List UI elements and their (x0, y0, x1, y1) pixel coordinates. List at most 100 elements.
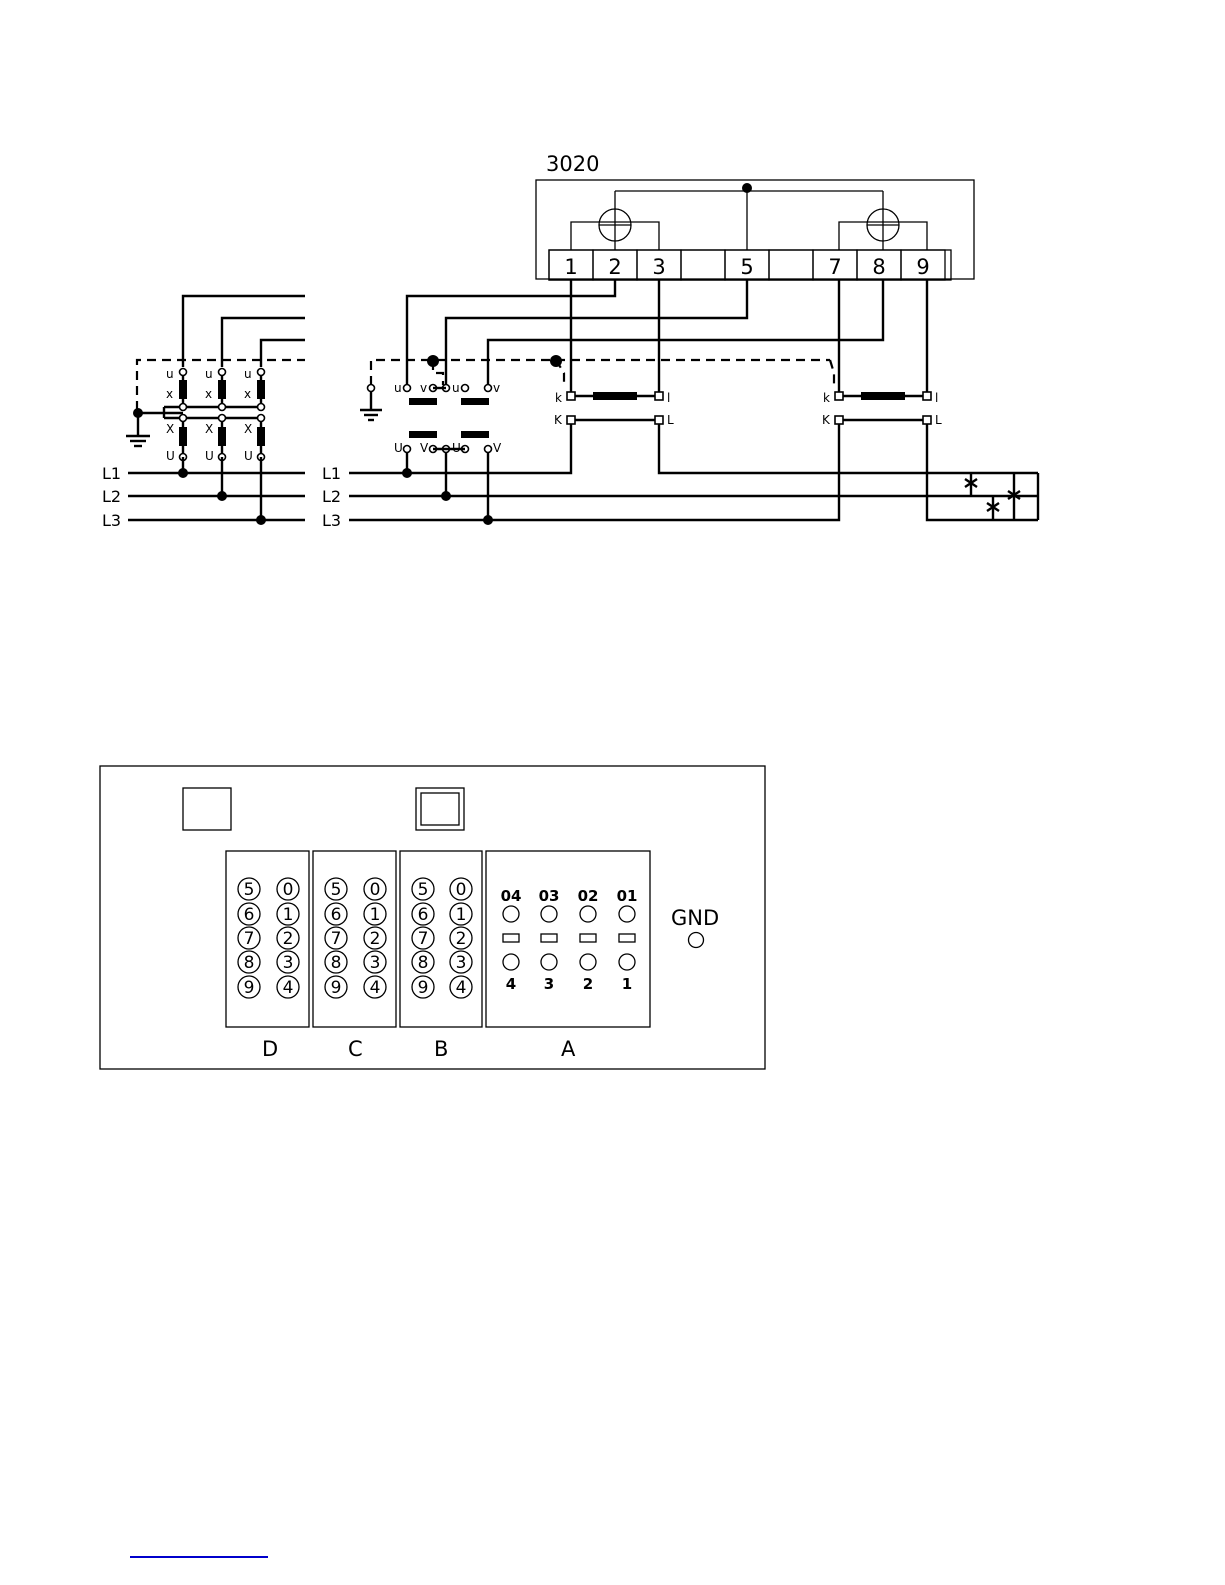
gnd-label: GND (671, 906, 719, 930)
meter-terminal-3: 3 (652, 255, 665, 279)
meter-3020: 3020 1 2 3 5 7 8 9 (536, 152, 974, 280)
switch-d-left-label-2: 7 (244, 929, 255, 949)
switch-b-right-label-2: 2 (456, 929, 467, 949)
switch-c-left-label-2: 7 (331, 929, 342, 949)
section-label-d: D (262, 1037, 278, 1061)
switch-c-left-label-4: 9 (331, 978, 342, 998)
star-x-label-1: x (205, 387, 212, 401)
a-led-top-2 (580, 906, 596, 922)
a-top-label-3: 01 (617, 887, 638, 905)
a-slot-3 (619, 934, 635, 942)
ct-left-k: k (555, 391, 562, 405)
section-label-c: C (348, 1037, 363, 1061)
switch-c-right-label-3: 3 (370, 953, 381, 973)
line-label-l3-mid: L3 (322, 511, 341, 530)
switch-c-right-label-2: 2 (370, 929, 381, 949)
star-top-label-2: u (244, 367, 252, 381)
star-X-label-1: X (205, 422, 213, 436)
a-slot-2 (580, 934, 596, 942)
vt-sec-u2: u (452, 381, 460, 395)
meter-terminal-2: 2 (608, 255, 621, 279)
switch-c-right-label-1: 1 (370, 905, 381, 925)
star-bottom-label-2: U (244, 449, 253, 463)
switch-c-right-label-0: 0 (370, 880, 381, 900)
ct-right-l: l (935, 391, 938, 405)
switch-b-left-label-0: 5 (418, 880, 429, 900)
star-top-label-0: u (166, 367, 174, 381)
switch-b-right-label-4: 4 (456, 978, 467, 998)
ct-left-K: K (554, 413, 563, 427)
a-led-bottom-2 (580, 954, 596, 970)
ct-left-L: L (667, 413, 674, 427)
switch-d-left-label-0: 5 (244, 880, 255, 900)
a-led-bottom-1 (541, 954, 557, 970)
star-X-label-0: X (166, 422, 174, 436)
line-label-l3-left: L3 (102, 511, 121, 530)
switch-b-left-label-1: 6 (418, 905, 429, 925)
switch-b-right-label-3: 3 (456, 953, 467, 973)
front-panel: 506172839450617283945061728394 044033022… (100, 766, 765, 1069)
star-x-label-2: x (244, 387, 251, 401)
star-bottom-label-1: U (205, 449, 214, 463)
vt-sec-v1: v (420, 381, 427, 395)
meter-terminal-5: 5 (740, 255, 753, 279)
panel-optical-port (416, 788, 464, 830)
meter-terminal-9: 9 (916, 255, 929, 279)
switch-d-left-label-3: 8 (244, 953, 255, 973)
a-bottom-label-0: 4 (506, 975, 516, 993)
terminal-cells: 1 2 3 5 7 8 9 (549, 250, 945, 280)
switch-c-left-label-0: 5 (331, 880, 342, 900)
switch-d-right-label-2: 2 (283, 929, 294, 949)
star-X-label-2: X (244, 422, 252, 436)
switch-b-left-label-4: 9 (418, 978, 429, 998)
line-label-l2-left: L2 (102, 487, 121, 506)
vt-star-bank: uxXUuxXUuxXU (126, 296, 305, 525)
switch-d-right-label-0: 0 (283, 880, 294, 900)
switch-c-right-label-4: 4 (370, 978, 381, 998)
a-top-label-0: 04 (501, 887, 522, 905)
meter-title: 3020 (546, 152, 599, 176)
switch-c-left-label-3: 8 (331, 953, 342, 973)
switch-d-right-label-4: 4 (283, 978, 294, 998)
gnd-socket (689, 933, 704, 948)
switch-d-left-label-4: 9 (244, 978, 255, 998)
line-label-l1-left: L1 (102, 464, 121, 483)
footer-link-underline[interactable] (130, 1556, 268, 1558)
line-label-l2-mid: L2 (322, 487, 341, 506)
line-label-l1-mid: L1 (322, 464, 341, 483)
switch-b-right-label-1: 1 (456, 905, 467, 925)
switch-b-left-label-2: 7 (418, 929, 429, 949)
section-label-a: A (561, 1037, 576, 1061)
meter-terminal-1: 1 (564, 255, 577, 279)
panel-display-window (183, 788, 231, 830)
a-led-bottom-0 (503, 954, 519, 970)
star-top-label-1: u (205, 367, 213, 381)
switch-b-right-label-0: 0 (456, 880, 467, 900)
ct-left-l: l (667, 391, 670, 405)
a-top-label-2: 02 (578, 887, 599, 905)
star-x-label-0: x (166, 387, 173, 401)
a-bottom-label-2: 2 (583, 975, 593, 993)
a-led-top-0 (503, 906, 519, 922)
ct-right-k: k (823, 391, 830, 405)
meter-housing (536, 180, 974, 279)
switch-d-right-label-3: 3 (283, 953, 294, 973)
section-label-b: B (434, 1037, 448, 1061)
vt-sec-v2: v (493, 381, 500, 395)
switch-d-right-label-1: 1 (283, 905, 294, 925)
a-led-top-3 (619, 906, 635, 922)
meter-terminal-8: 8 (872, 255, 885, 279)
a-slot-1 (541, 934, 557, 942)
a-led-bottom-3 (619, 954, 635, 970)
a-top-label-1: 03 (539, 887, 560, 905)
vt-open-delta: u v u v U V U V (360, 280, 883, 525)
meter-terminal-7: 7 (828, 255, 841, 279)
switch-b-left-label-3: 8 (418, 953, 429, 973)
ct-right-L: L (935, 413, 942, 427)
vt-pri-v2: V (493, 441, 502, 455)
a-bottom-label-1: 3 (544, 975, 554, 993)
panel-section-a (486, 851, 650, 1027)
a-bottom-label-3: 1 (622, 975, 632, 993)
phase-lines: L1 L2 L3 L1 L2 L3 (102, 420, 1038, 530)
